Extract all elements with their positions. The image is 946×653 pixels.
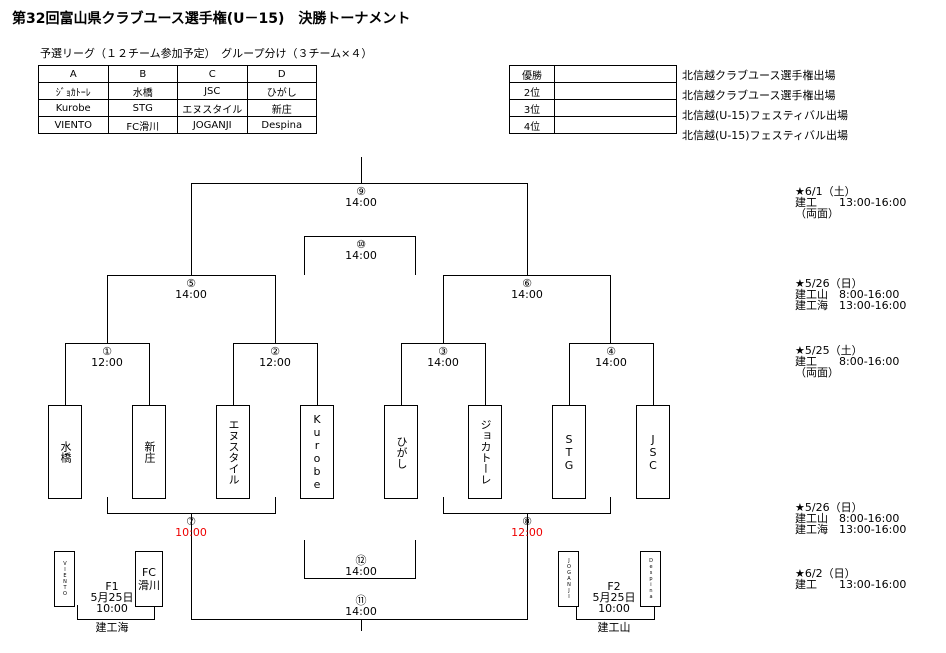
group-table: A B C D ｼﾞｮｶﾄｰﾚ 水橋 JSC ひがし Kurobe STG エヌ… [38, 65, 317, 134]
team-box: 水橋 [48, 405, 82, 499]
schedule-note: ★5/25（土） 建工 8:00-16:00 （両面） [795, 344, 900, 379]
table-row: 4位 [509, 116, 677, 134]
group-cell: FC滑川 [107, 116, 178, 134]
standings-table: 優勝 2位 3位 4位 [509, 65, 677, 134]
group-header-row: A B C D [38, 65, 317, 83]
f2-team-b: Despina [640, 551, 661, 607]
team-box: ジョカトーレ [468, 405, 502, 499]
winner-cell [554, 116, 677, 134]
f1-team-a: VIENTO [54, 551, 75, 607]
table-row: VIENTO FC滑川 JOGANJI Despina [38, 116, 317, 134]
standing-result: 北信越クラブユース選手権出場 [682, 69, 836, 82]
page-title: 第32回富山県クラブユース選手権(U－15) 決勝トーナメント [12, 11, 411, 27]
table-row: 2位 [509, 82, 677, 100]
f1-team-b: FC滑川 [135, 551, 163, 607]
team-box: エヌスタイル [216, 405, 250, 499]
f1-venue: 建工海 [95, 621, 129, 634]
team-box: ひがし [384, 405, 418, 499]
standing-result: 北信越(U-15)フェスティバル出場 [682, 129, 848, 142]
schedule-note: ★6/2（日） 建工 13:00-16:00 [795, 567, 907, 591]
team-box: JSC [636, 405, 670, 499]
f2-venue: 建工山 [597, 621, 631, 634]
rank-cell: 4位 [509, 116, 555, 134]
team-box: 新庄 [132, 405, 166, 499]
schedule-note: ★6/1（土） 建工 13:00-16:00 （両面） [795, 185, 907, 220]
schedule-note: ★5/26（日） 建工山 8:00-16:00 建工海 13:00-16:00 [795, 501, 907, 536]
schedule-note: ★5/26（日） 建工山 8:00-16:00 建工海 13:00-16:00 [795, 277, 907, 312]
f2-team-a: JOGANJI [558, 551, 579, 607]
group-subtitle: 予選リーグ（１２チーム参加予定） グループ分け（３チーム×４） [40, 47, 373, 60]
standing-result: 北信越クラブユース選手権出場 [682, 89, 836, 102]
team-box: STG [552, 405, 586, 499]
group-cell: Despina [246, 116, 317, 134]
table-row: 優勝 [509, 65, 677, 83]
standing-result: 北信越(U-15)フェスティバル出場 [682, 109, 848, 122]
team-box: Kurobe [300, 405, 334, 499]
